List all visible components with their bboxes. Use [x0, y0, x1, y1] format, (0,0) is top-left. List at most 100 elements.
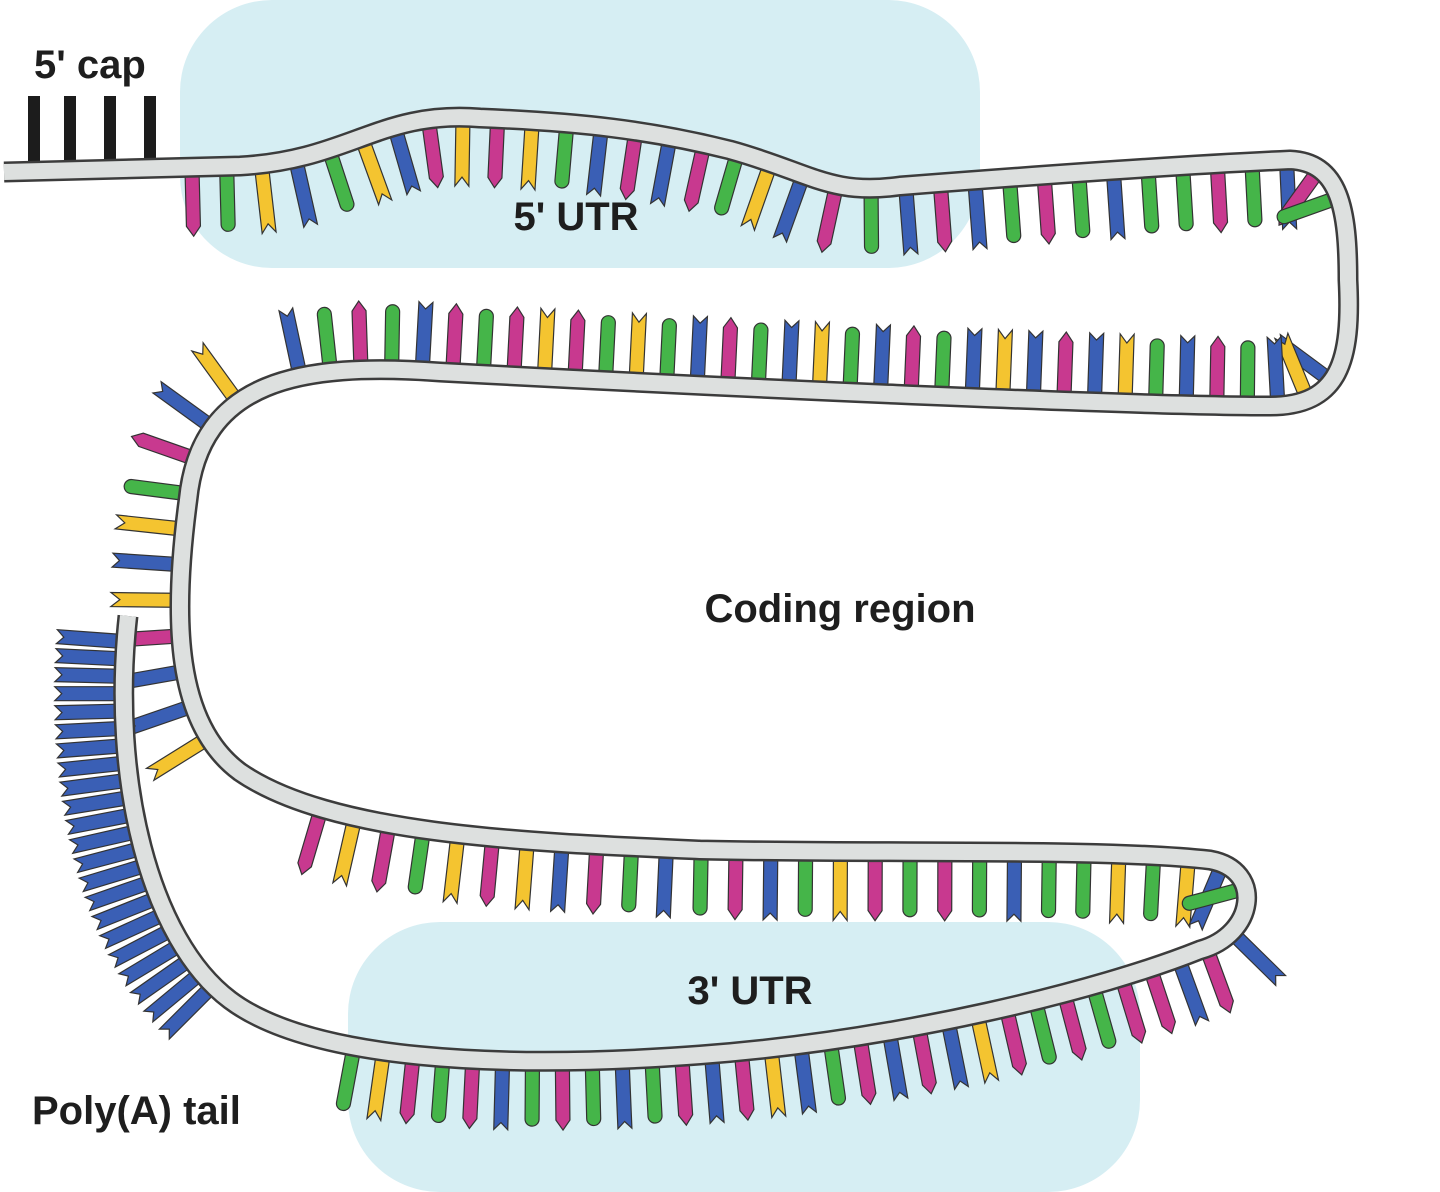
coding-base-cytosine: [903, 324, 922, 389]
coding-base-cytosine: [720, 316, 739, 381]
utr3-base-guanine: [644, 1064, 663, 1124]
coding-base-adenine: [549, 848, 570, 914]
utr3-label: 3' UTR: [687, 969, 812, 1013]
utr5-base-adenine: [1106, 176, 1126, 242]
coding-base-guanine: [934, 330, 952, 391]
coding-base-uracil: [537, 306, 556, 372]
polya-label: Poly(A) tail: [32, 1089, 241, 1133]
utr3-base-guanine: [524, 1067, 541, 1127]
utr3-base-guanine: [823, 1045, 846, 1106]
cap-label: 5' cap: [34, 43, 146, 87]
coding-base-guanine: [1148, 338, 1165, 398]
coding-base-uracil: [113, 514, 179, 537]
polya-base-adenine: [53, 647, 119, 667]
coding-base-cytosine: [445, 302, 464, 367]
utr5-base-guanine: [1244, 167, 1263, 228]
utr3-base-adenine: [1230, 931, 1288, 987]
coding-base-guanine: [384, 304, 401, 364]
coding-base-adenine: [873, 322, 892, 388]
coding-base-uracil: [514, 846, 535, 912]
coding-base-adenine: [1006, 858, 1023, 923]
coding-base-adenine: [151, 380, 213, 431]
utr5-base-guanine: [714, 156, 744, 216]
coding-base-cytosine: [567, 309, 586, 374]
utr3-base-cytosine: [1144, 971, 1176, 1035]
coding-base-adenine: [1025, 329, 1044, 394]
coding-base-adenine: [781, 318, 800, 384]
polya-base-adenine: [53, 686, 118, 702]
coding-base-uracil: [1117, 332, 1135, 397]
coding-base-guanine: [1239, 340, 1256, 400]
coding-base-cytosine: [130, 432, 194, 465]
coding-base-guanine: [1040, 858, 1057, 919]
coding-base-adenine: [278, 306, 307, 373]
coding-region-label: Coding region: [704, 587, 975, 631]
utr5-base-guanine: [219, 172, 236, 232]
utr3-base-cytosine: [554, 1067, 571, 1132]
coding-base-guanine: [750, 322, 769, 382]
polya-base-adenine: [54, 738, 120, 759]
coding-base-uracil: [442, 839, 465, 906]
coding-base-cytosine: [351, 299, 369, 364]
coding-base-uracil: [331, 821, 362, 888]
coding-base-guanine: [902, 858, 918, 918]
polya-base-adenine: [53, 721, 119, 740]
coding-base-cytosine: [867, 858, 883, 922]
utr3-base-guanine: [584, 1066, 602, 1127]
coding-base-guanine: [692, 856, 709, 916]
utr5-base-guanine: [1175, 171, 1194, 232]
coding-base-uracil: [109, 591, 174, 608]
utr5-base-guanine: [863, 194, 880, 254]
cap-bar-1: [28, 96, 40, 168]
coding-base-adenine: [1087, 331, 1105, 396]
utr5-label: 5' UTR: [513, 195, 638, 239]
utr3-base-cytosine: [462, 1065, 481, 1130]
coding-base-guanine: [476, 308, 494, 369]
coding-base-uracil: [1108, 860, 1127, 926]
coding-base-cytosine: [371, 828, 396, 893]
utr5-base-guanine: [554, 128, 574, 189]
coding-base-uracil: [995, 327, 1014, 393]
coding-base-guanine: [316, 306, 338, 367]
utr5-base-uracil: [454, 123, 471, 189]
coding-base-cytosine: [506, 305, 525, 370]
coding-base-adenine: [655, 854, 674, 920]
coding-base-adenine: [1266, 335, 1286, 400]
coding-base-adenine: [689, 314, 709, 380]
polya-base-adenine: [54, 628, 120, 649]
polya-base-adenine: [53, 703, 118, 721]
coding-base-guanine: [842, 326, 861, 387]
utr3-base-adenine: [614, 1065, 633, 1131]
coding-base-uracil: [812, 319, 831, 385]
utr3-base-cytosine: [1201, 951, 1234, 1014]
coding-base-adenine: [414, 300, 434, 365]
utr3-base-adenine: [493, 1066, 511, 1132]
coding-base-guanine: [1143, 861, 1161, 922]
coding-base-cytosine: [479, 843, 500, 908]
coding-base-guanine: [407, 834, 431, 895]
polya-base-adenine: [56, 755, 122, 778]
cap-bar-4: [144, 96, 156, 168]
coding-base-guanine: [971, 858, 988, 918]
coding-base-uracil: [144, 734, 208, 782]
utr5-base-guanine: [1276, 192, 1336, 225]
utr3-base-guanine: [1029, 1005, 1057, 1065]
coding-base-guanine: [659, 318, 677, 378]
cap-bar-3: [104, 96, 116, 168]
coding-base-cytosine: [1209, 335, 1226, 400]
five-prime-cap: [28, 96, 156, 168]
utr5-base-guanine: [1002, 183, 1022, 244]
utr5-base-cytosine: [1036, 180, 1056, 246]
utr5-base-cytosine: [487, 124, 505, 189]
utr5-base-cytosine: [1209, 169, 1229, 234]
coding-base-guanine: [797, 857, 814, 917]
coding-base-adenine: [964, 326, 983, 392]
coding-base-guanine: [621, 852, 639, 913]
utr5-base-guanine: [1140, 173, 1160, 234]
mrna-backbone-core: [3, 109, 1357, 1070]
utr3-base-guanine: [335, 1051, 361, 1112]
coding-base-cytosine: [937, 858, 953, 922]
coding-base-cytosine: [585, 851, 605, 915]
utr5-base-adenine: [967, 186, 988, 252]
coding-base-guanine: [123, 478, 184, 501]
